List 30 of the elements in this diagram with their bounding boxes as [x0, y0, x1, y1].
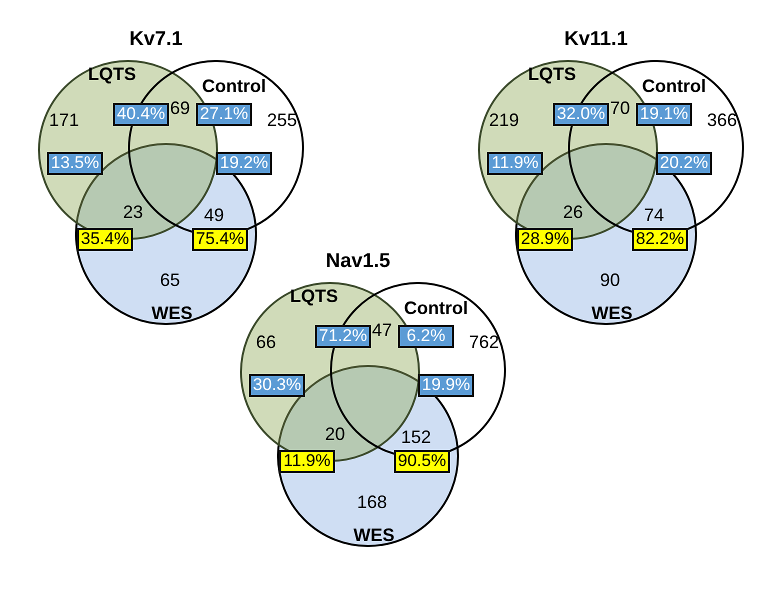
set-label: LQTS	[528, 64, 576, 85]
set-label: Control	[404, 298, 468, 319]
set-label: WES	[592, 303, 632, 324]
region-count: 69	[170, 98, 190, 119]
region-count: 255	[266, 110, 298, 131]
region-count: 66	[256, 332, 276, 353]
region-count: 49	[204, 205, 224, 226]
region-count: 20	[324, 424, 346, 445]
region-count: 74	[644, 205, 664, 226]
panel-title: Kv7.1	[129, 28, 183, 51]
set-label: Control	[202, 76, 266, 97]
set-label: WES	[152, 303, 192, 324]
region-count: 90	[600, 270, 620, 291]
set-label: LQTS	[88, 64, 136, 85]
region-count: 762	[468, 332, 500, 353]
region-count: 47	[372, 320, 392, 341]
region-count: 168	[356, 492, 388, 513]
region-count: 366	[706, 110, 738, 131]
region-count: 171	[48, 110, 80, 131]
set-label: Control	[642, 76, 706, 97]
region-count: 65	[160, 270, 180, 291]
set-label: LQTS	[290, 286, 338, 307]
panel-title: Kv11.1	[564, 28, 628, 51]
region-count: 219	[488, 110, 520, 131]
region-count: 70	[610, 98, 630, 119]
region-count: 23	[122, 202, 144, 223]
region-count: 26	[562, 202, 584, 223]
set-label: WES	[354, 525, 394, 546]
panel-title: Nav1.5	[326, 250, 390, 273]
region-count: 152	[400, 427, 432, 448]
